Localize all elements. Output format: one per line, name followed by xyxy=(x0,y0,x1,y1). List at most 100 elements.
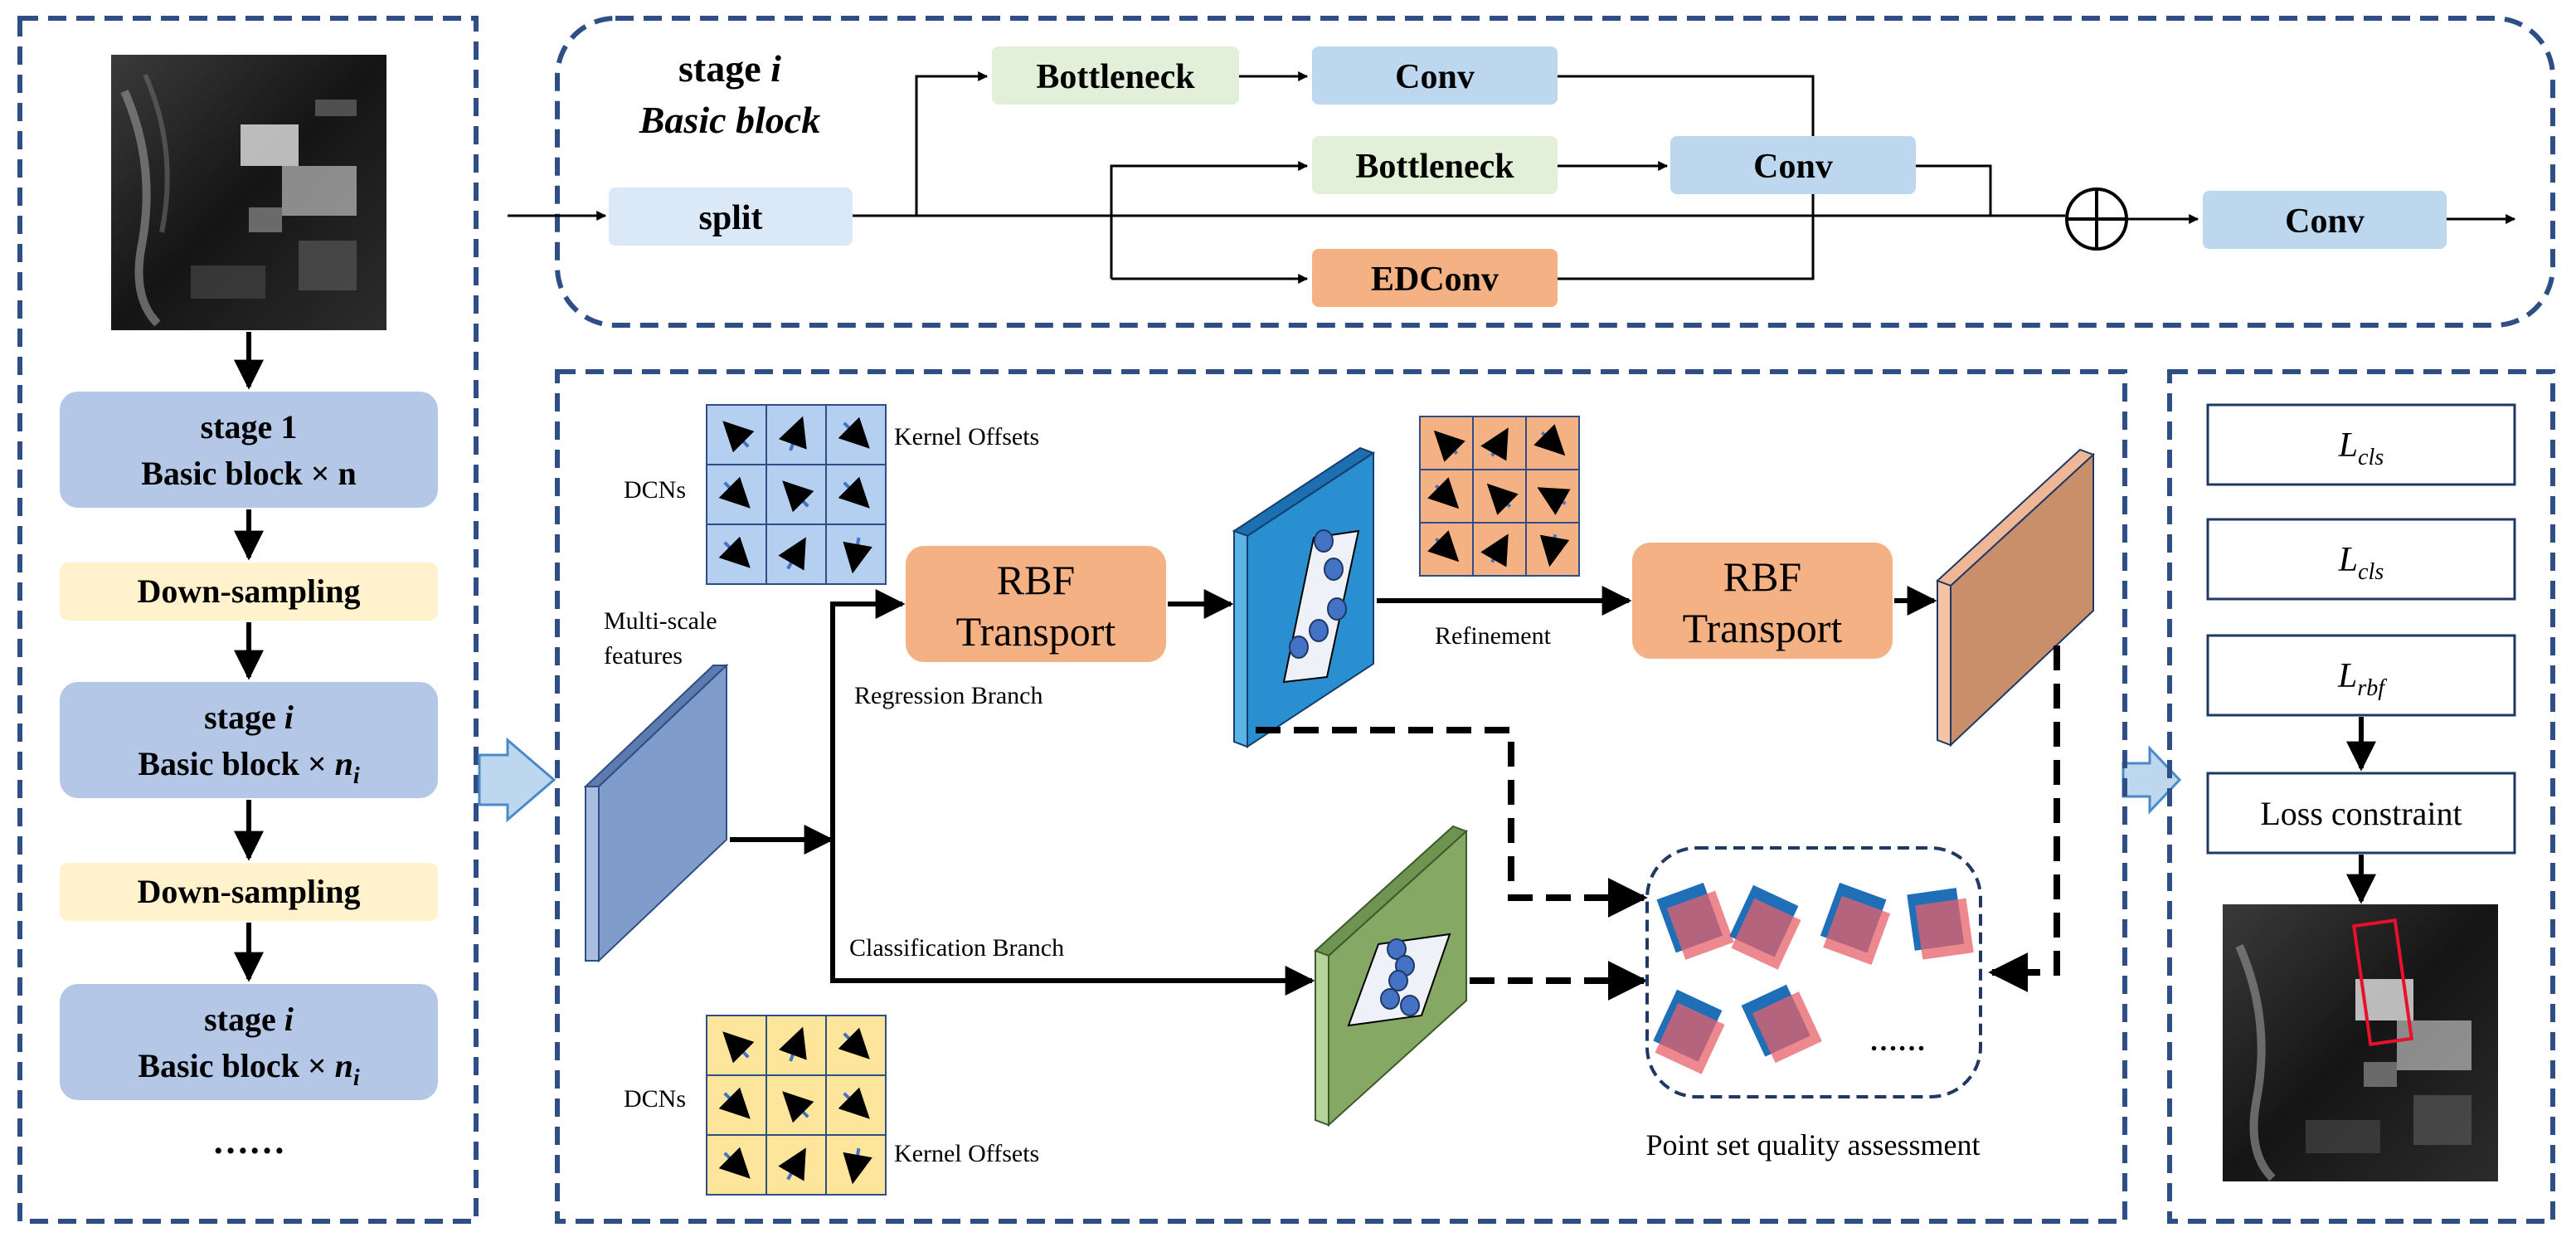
dcn-grid-refinement xyxy=(1419,416,1580,577)
offset-arrow-icon xyxy=(1480,427,1509,461)
bottleneck-label-2: Bottleneck xyxy=(1355,148,1514,186)
conv-output-block: Conv xyxy=(2203,191,2447,249)
line-conv2-merge xyxy=(1916,164,1992,216)
arrow-to-classification xyxy=(830,840,1315,996)
dashed-regression-to-assessment xyxy=(1256,727,1648,918)
quality-box-pair xyxy=(1729,884,1801,970)
offset-arrow-icon xyxy=(778,1147,806,1181)
bottleneck-block-1: Bottleneck xyxy=(992,46,1239,105)
loss-cls-box-1: Lcls xyxy=(2206,403,2516,486)
offset-arrow-icon xyxy=(838,1027,870,1059)
conv-label-2: Conv xyxy=(1753,148,1833,186)
kernel-offsets-label-bottom: Kernel Offsets xyxy=(894,1140,1039,1167)
loss-constraint-label: Loss constraint xyxy=(2260,795,2462,832)
quality-box-pair xyxy=(1907,888,1974,960)
svg-text:stage i: stage i xyxy=(678,47,781,90)
conv-output-label: Conv xyxy=(2285,202,2365,241)
stage-i-b-sub: i xyxy=(353,1065,360,1091)
svg-text:Lrbf: Lrbf xyxy=(2337,657,2387,701)
bottleneck-block-2: Bottleneck xyxy=(1312,136,1558,194)
edconv-label: EDConv xyxy=(1371,261,1499,299)
offset-arrow-icon xyxy=(838,476,870,509)
kernel-offsets-label-top: Kernel Offsets xyxy=(894,423,1039,451)
offset-arrow-icon xyxy=(1537,487,1571,515)
rbf-transport-block-2: RBF Transport xyxy=(1632,543,1893,659)
offset-arrow-icon xyxy=(1533,424,1566,456)
quality-box-pair xyxy=(1656,882,1734,960)
rbf1-label-2: Transport xyxy=(956,608,1116,655)
offset-arrow-icon xyxy=(722,1031,755,1064)
offset-arrow-icon xyxy=(1539,534,1570,567)
offset-arrow-icon xyxy=(838,416,870,449)
dashed-refined-to-assessment xyxy=(1988,645,2060,992)
stage-i-b-label: stage xyxy=(204,1001,284,1038)
detection-head-panel: Kernel Offsets DCNs Multi-scale features… xyxy=(555,369,2127,1224)
backbone-panel-border xyxy=(17,16,479,1224)
stage1-sublabel: Basic block × n xyxy=(141,455,357,492)
svg-text:Lcls: Lcls xyxy=(2338,426,2384,470)
basic-block-panel: stage i Basic block split Bottleneck Con… xyxy=(508,16,2555,328)
input-sar-image xyxy=(111,55,386,330)
dcns-label-top: DCNs xyxy=(624,476,686,504)
bottleneck-label-1: Bottleneck xyxy=(1036,58,1195,96)
offset-arrow-icon xyxy=(1427,477,1460,509)
conv-block-2: Conv xyxy=(1670,136,1916,194)
classification-branch-label: Classification Branch xyxy=(849,934,1064,962)
arrow-to-regression xyxy=(830,589,906,981)
offset-arrow-icon xyxy=(843,1147,872,1185)
loss2-symbol: L xyxy=(2338,541,2358,579)
dcn-grid-bottom xyxy=(706,1015,887,1196)
dcn-cell xyxy=(706,404,767,465)
sum-node xyxy=(2065,188,2128,251)
loss3-symbol: L xyxy=(2337,657,2357,695)
loss-cls-box-2: Lcls xyxy=(2206,518,2516,601)
offset-arrow-icon xyxy=(1427,530,1460,563)
conv-label-1: Conv xyxy=(1395,58,1475,96)
svg-text:stage i: stage i xyxy=(204,699,294,736)
downsampling-block-2: Down-sampling xyxy=(60,863,438,921)
stage-i-b-italic: i xyxy=(284,1001,294,1038)
stage-i-a-sub: i xyxy=(353,763,360,789)
split-block: split xyxy=(609,188,853,246)
loss3-subscript: rbf xyxy=(2357,675,2387,701)
loss1-symbol: L xyxy=(2338,426,2358,465)
loss2-subscript: cls xyxy=(2358,559,2384,585)
svg-text:Basic block × ni: Basic block × ni xyxy=(138,745,360,789)
offset-arrow-icon xyxy=(718,476,751,509)
svg-text:Lcls: Lcls xyxy=(2338,541,2384,585)
svg-text:stage i: stage i xyxy=(204,1001,294,1038)
panel-arrow-left xyxy=(478,737,557,823)
classification-feature-map xyxy=(1314,825,1468,1128)
top-title-basic-block: Basic block xyxy=(639,99,820,141)
offset-arrow-icon xyxy=(782,480,814,513)
dcns-label-bottom: DCNs xyxy=(624,1085,686,1113)
offset-arrow-icon xyxy=(778,1026,807,1062)
offset-arrow-icon xyxy=(718,1087,751,1119)
offset-arrow-icon xyxy=(1433,430,1465,462)
downsampling-label-2: Down-sampling xyxy=(138,873,361,910)
loss-panel: Lcls Lcls Lrbf Loss constraint xyxy=(2167,369,2555,1224)
regression-feature-map xyxy=(1232,446,1376,748)
offset-arrow-icon xyxy=(843,537,872,574)
quality-box-pair xyxy=(1653,989,1725,1074)
arrow-split-to-bottleneck1 xyxy=(915,71,989,216)
basic-block-panel-border xyxy=(555,16,2555,328)
conv-block-1: Conv xyxy=(1312,46,1558,105)
stage-i-a-n: n xyxy=(335,745,353,782)
top-title-stage: stage xyxy=(678,47,770,90)
rbf2-label-1: RBF xyxy=(1723,553,1802,600)
dcn-grid-top xyxy=(706,404,887,585)
detection-box xyxy=(2351,918,2414,1047)
multiscale-feature-map xyxy=(583,663,729,963)
backbone-ellipsis: …… xyxy=(212,1121,285,1162)
quality-box-pair xyxy=(1820,882,1891,966)
dcn-cell xyxy=(825,1074,887,1136)
downsampling-block-1: Down-sampling xyxy=(60,563,438,621)
multiscale-label-2: features xyxy=(604,642,683,670)
downsampling-label-1: Down-sampling xyxy=(138,572,361,610)
offset-arrow-icon xyxy=(778,537,806,571)
split-label: split xyxy=(698,199,762,237)
stage1-block: stage 1 Basic block × n xyxy=(60,392,438,508)
